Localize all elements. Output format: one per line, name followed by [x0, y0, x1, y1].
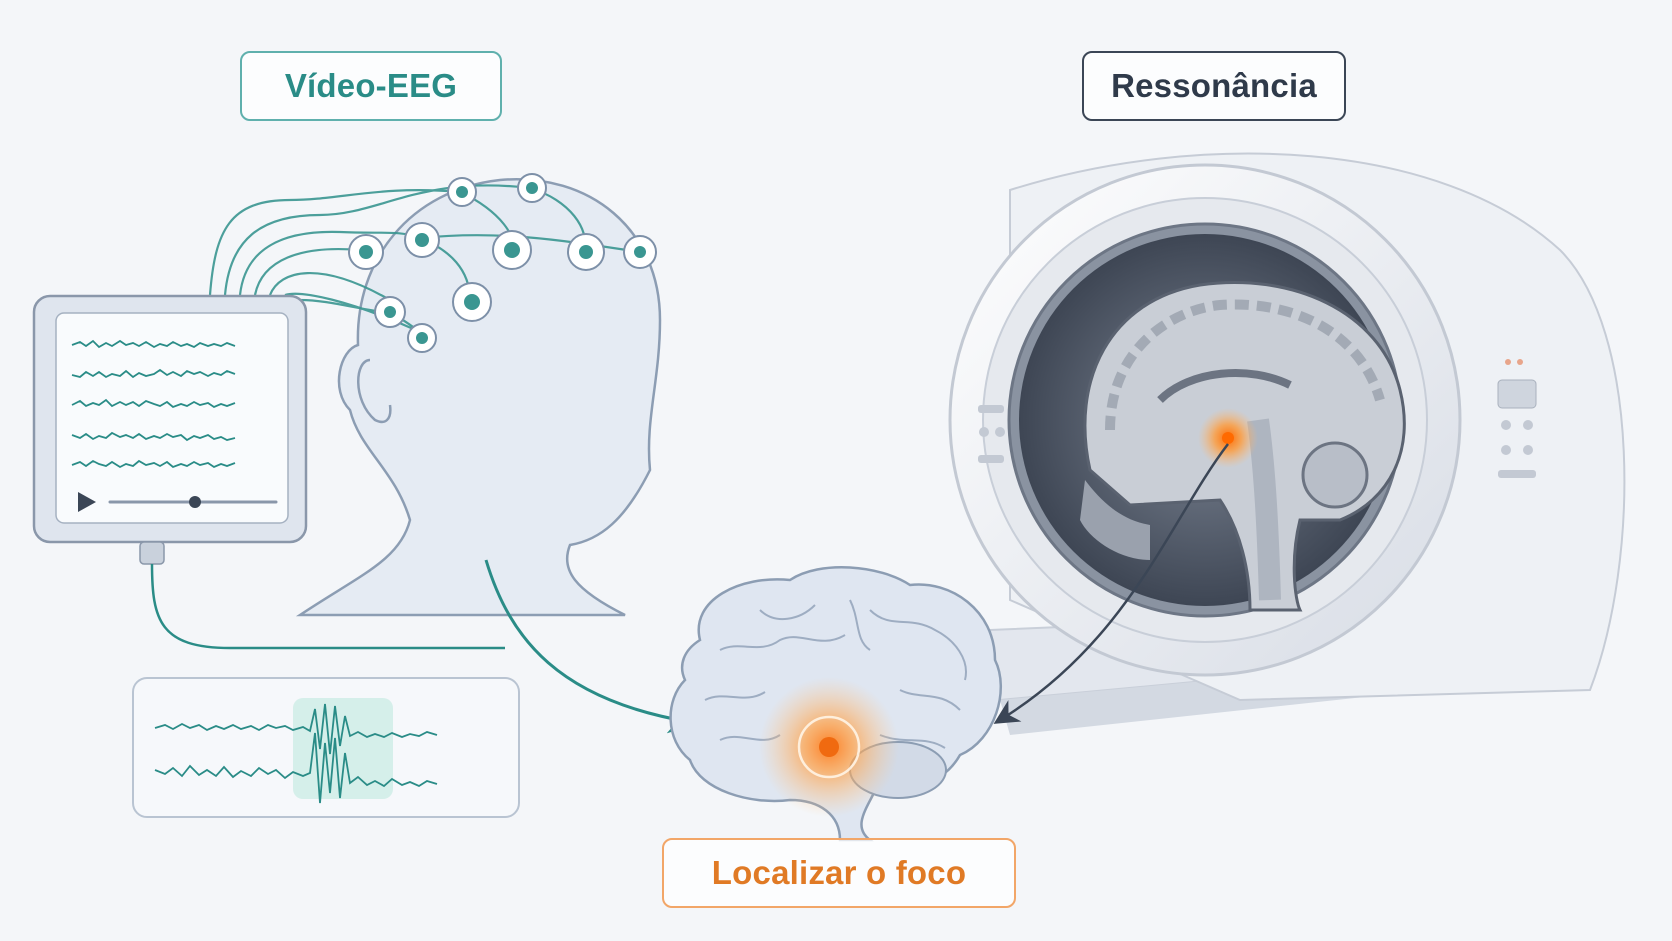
electrodes	[348, 173, 657, 353]
mri-scanner-icon	[948, 152, 1626, 735]
eeg-monitor-icon	[32, 294, 505, 650]
spike-waveform-icon	[132, 677, 520, 818]
brain-focus-icon	[669, 566, 1003, 842]
play-icon	[78, 492, 96, 512]
eeg-label: Vídeo-EEG	[240, 51, 502, 121]
mri-controls	[978, 359, 1537, 478]
mri-label: Ressonância	[1082, 51, 1346, 121]
progress-knob	[189, 496, 201, 508]
mri-to-brain-arrow	[993, 443, 1229, 724]
head-electrodes-icon	[208, 173, 662, 617]
monitor-cable	[150, 563, 505, 650]
mri-brain-scan	[1080, 281, 1406, 612]
focus-label: Localizar o foco	[662, 838, 1016, 908]
eeg-traces	[71, 339, 236, 469]
eeg-to-brain-arrow	[484, 559, 699, 734]
